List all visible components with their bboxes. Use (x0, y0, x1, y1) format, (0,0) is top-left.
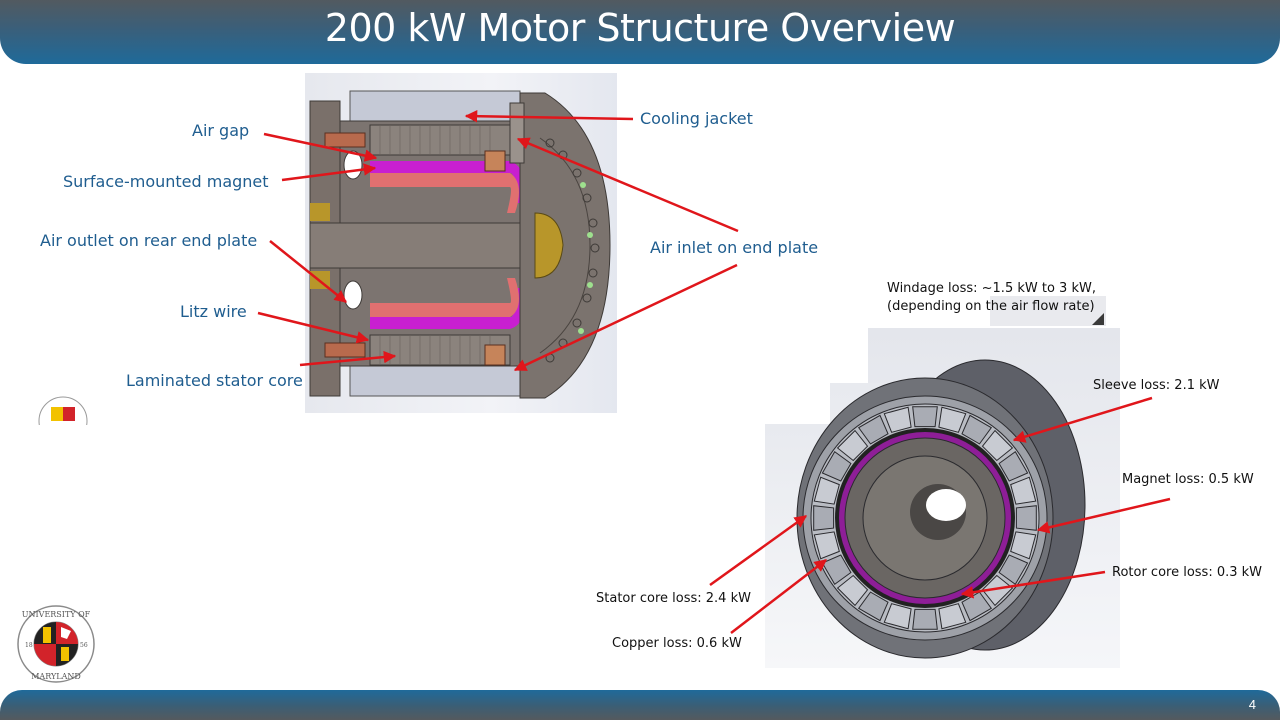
label-surface-mounted-magnet: Surface-mounted magnet (63, 172, 269, 191)
rotor-core-loss-label: Rotor core loss: 0.3 kW (1112, 565, 1263, 580)
university-of-maryland-seal: UNIVERSITY OF MARYLAND 18 56 (17, 605, 95, 683)
label-air-gap: Air gap (192, 121, 250, 140)
front-view-background-step (765, 424, 845, 668)
logo-year-right: 56 (80, 642, 88, 649)
title-bar (0, 0, 1280, 64)
label-air-outlet: Air outlet on rear end plate (40, 231, 258, 250)
windage-loss-line1: Windage loss: ~1.5 kW to 3 kW, (887, 281, 1096, 296)
logo-top-text: UNIVERSITY OF (22, 610, 91, 619)
magnet-loss-label: Magnet loss: 0.5 kW (1122, 472, 1254, 487)
slide-title: 200 kW Motor Structure Overview (324, 6, 956, 50)
stator-core-loss-label: Stator core loss: 2.4 kW (596, 591, 751, 606)
university-logo-small (38, 396, 88, 425)
sleeve-loss-label: Sleeve loss: 2.1 kW (1093, 378, 1220, 393)
copper-loss-label: Copper loss: 0.6 kW (612, 636, 742, 651)
label-laminated-stator-core: Laminated stator core (126, 371, 303, 390)
footer-bar (0, 690, 1280, 720)
motor-cross-section-image (305, 73, 617, 413)
windage-box-bg (990, 296, 1106, 326)
windage-loss-line2: (depending on the air flow rate) (887, 299, 1095, 314)
label-litz-wire: Litz wire (180, 302, 247, 321)
logo-bottom-text: MARYLAND (31, 672, 81, 681)
logo-year-left: 18 (25, 642, 33, 649)
label-air-inlet: Air inlet on end plate (650, 238, 819, 257)
page-number: 4 (1248, 697, 1256, 712)
front-view-background (868, 328, 1120, 668)
label-cooling-jacket: Cooling jacket (640, 109, 753, 128)
cross-section-drawing (309, 90, 611, 399)
windage-corner-mark (1092, 313, 1104, 325)
